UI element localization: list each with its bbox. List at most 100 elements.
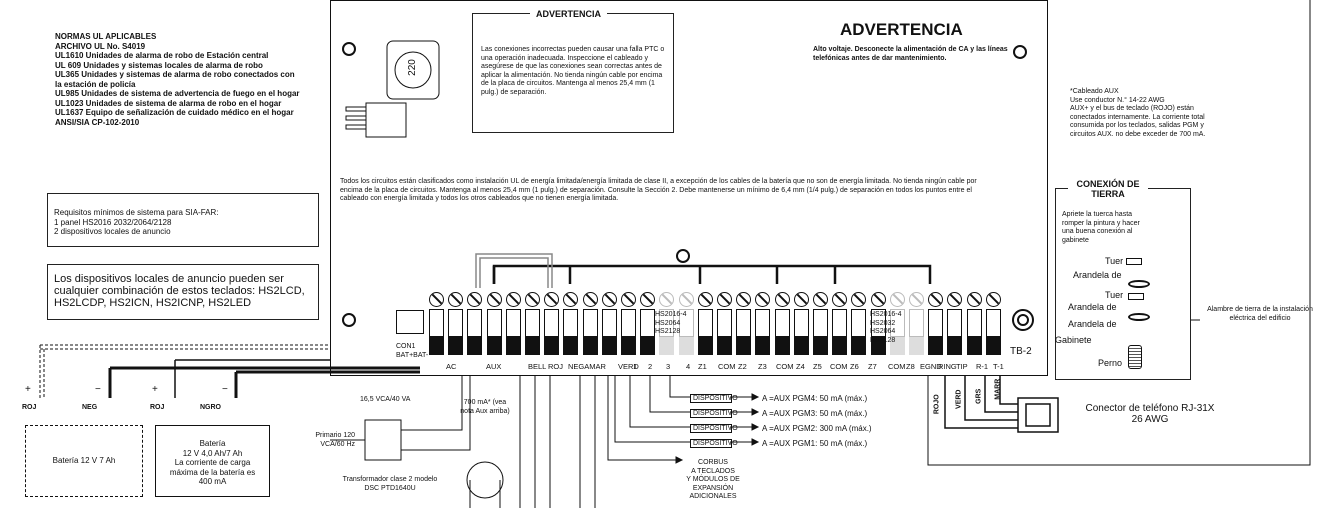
ground-washer-icon <box>1126 258 1142 265</box>
bus-wires <box>492 264 932 284</box>
terminal-label: BELL <box>528 362 547 371</box>
model-line: HS2064 <box>870 328 896 335</box>
screw-icon <box>755 292 771 307</box>
terminal-label: Z7 <box>868 362 877 371</box>
con1-line: CON1 <box>396 343 416 350</box>
terminal-body <box>448 309 464 337</box>
terminal-label: COM <box>830 362 848 371</box>
control-board <box>330 0 1048 376</box>
terminal-label: EGND <box>920 362 942 371</box>
terminal-screw <box>754 290 771 360</box>
screw-icon <box>678 292 694 307</box>
terminal-label: 2 <box>648 362 653 371</box>
terminal-body <box>582 309 598 337</box>
warning-box: Las conexiones incorrectas pueden causar… <box>472 13 674 133</box>
pgm-device: DISPOSITIVO <box>690 439 738 448</box>
corbus-line: EXPANSIÓN <box>692 484 734 492</box>
screw-icon <box>544 292 560 307</box>
ul-line: ARCHIVO UL No. S4019 <box>55 41 146 51</box>
terminal-base <box>697 337 713 355</box>
screw-icon <box>832 292 848 307</box>
terminal-label: COM <box>718 362 736 371</box>
aux-note-line: conectados internamente. La corriente to… <box>1070 113 1205 121</box>
ground-box: Apriete la tuerca hasta romper la pintur… <box>1055 188 1191 380</box>
ul-line: UL 609 Unidades y sistemas locales de al… <box>55 60 263 70</box>
screw-icon <box>697 292 713 307</box>
terminal-screw <box>505 290 522 360</box>
terminal-base <box>870 337 886 355</box>
terminal-body <box>640 309 656 337</box>
terminal-body <box>947 309 963 337</box>
pgm-device: DISPOSITIVO <box>690 394 738 403</box>
screw-icon <box>889 292 905 307</box>
terminal-base <box>947 337 963 355</box>
screw-icon <box>813 292 829 307</box>
aux-current-line: nota Aux arriba) <box>460 407 510 415</box>
terminal-body <box>755 309 771 337</box>
terminal-label: COM <box>888 362 906 371</box>
phone-connector-label: Conector de teléfono RJ-31X 26 AWG <box>1080 403 1220 425</box>
terminal-body <box>889 309 905 337</box>
fuse-label: 220 <box>406 59 418 76</box>
terminal-body <box>909 309 925 337</box>
corbus-line: Y MÓDULOS DE <box>686 476 740 483</box>
model-line: HS2128 <box>870 336 896 344</box>
model-line: HS2128 <box>655 328 681 335</box>
screw-icon <box>525 292 541 307</box>
terminal-base <box>544 337 560 355</box>
battery-right-line: máxima de la batería es <box>169 467 256 477</box>
model-line: HS2016-4 <box>655 311 687 318</box>
battery-wires <box>39 344 420 398</box>
terminal-label: R-1 <box>976 362 989 371</box>
transformer-primary: Primario 120 VCA/60 Hz <box>305 432 355 449</box>
pgm-device: DISPOSITIVO <box>690 409 738 418</box>
terminal-screw <box>927 290 944 360</box>
terminal-base <box>601 337 617 355</box>
aux-current-line: 700 mA* (vea <box>463 399 507 406</box>
terminal-label: T-1 <box>993 362 1004 371</box>
terminal-screw <box>582 290 599 360</box>
terminal-screw <box>639 290 656 360</box>
terminal-base <box>832 337 848 355</box>
hv-warning-text: Alto voltaje. Desconecte la alimentación… <box>813 46 1008 62</box>
ground-washer-icon <box>1128 293 1144 300</box>
terminal-base <box>717 337 733 355</box>
sia-line: 2 dispositivos locales de anuncio <box>54 227 171 236</box>
terminal-base <box>851 337 867 355</box>
screw-icon <box>985 292 1001 307</box>
model-line: DSC PTD1640U <box>364 484 416 492</box>
model-line: Transformador clase 2 modelo <box>342 476 438 483</box>
terminal-strip <box>428 290 1010 362</box>
terminal-body <box>486 309 502 337</box>
terminal-base <box>582 337 598 355</box>
terminal-screw <box>735 290 752 360</box>
terminal-body <box>774 309 790 337</box>
screw-icon <box>621 292 637 307</box>
ground-part: Arandela de <box>1068 319 1117 329</box>
terminal-body <box>813 309 829 337</box>
screw-icon <box>966 292 982 307</box>
aux-note-line: AUX+ y el bus de teclado (ROJO) están <box>1070 105 1194 112</box>
screw-icon <box>870 292 886 307</box>
terminal-screw <box>812 290 829 360</box>
terminal-body <box>985 309 1001 337</box>
battery-right-plus: + <box>152 384 158 395</box>
terminal-screw <box>466 290 483 360</box>
terminal-base <box>505 337 521 355</box>
pgm-output: DISPOSITIVO A =AUX PGM4: 50 mA (máx.) <box>690 391 872 406</box>
sia-box: Requisitos mínimos de sistema para SIA-F… <box>47 193 319 247</box>
phone-line: 26 AWG <box>1131 414 1169 425</box>
terminal-label: NEGAMAR <box>568 362 606 371</box>
terminal-label: Z5 <box>813 362 822 371</box>
ground-part: Gabinete <box>1055 335 1092 345</box>
warning-text: Las conexiones incorrectas pueden causar… <box>481 46 665 96</box>
ground-part: Arandela de <box>1073 270 1122 280</box>
terminal-label: ROJ <box>548 362 563 371</box>
terminal-screw <box>486 290 503 360</box>
terminal-label: Z8 <box>906 362 915 371</box>
ground-instruction: Apriete la tuerca hasta romper la pintur… <box>1062 211 1140 244</box>
phone-wires <box>944 375 1059 433</box>
terminal-base <box>448 337 464 355</box>
pgm-label: A =AUX PGM2: 300 mA (máx.) <box>762 424 872 433</box>
